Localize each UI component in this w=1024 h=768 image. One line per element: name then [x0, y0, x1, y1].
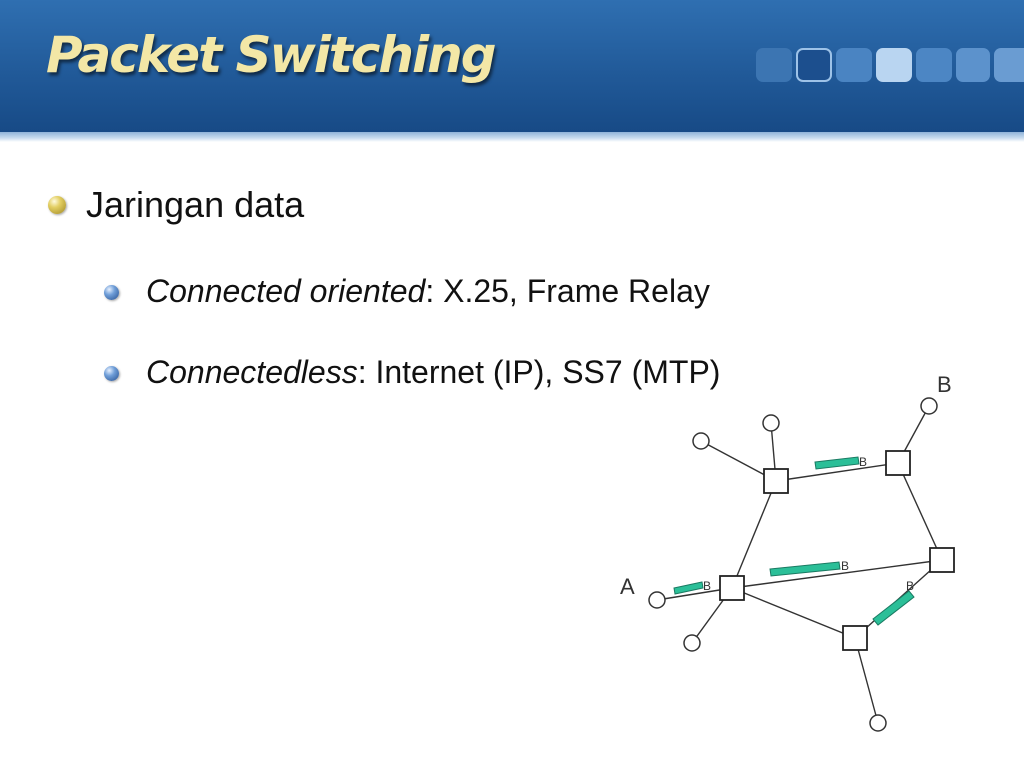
link: [854, 637, 879, 724]
switch-node: [763, 468, 789, 494]
packet-label: B: [906, 579, 914, 593]
link: [731, 587, 856, 639]
header-tile: [756, 48, 792, 82]
host-node: [762, 414, 780, 432]
switch-node: [929, 547, 955, 573]
host-node: [869, 714, 887, 732]
sub-bullet-icon: [104, 285, 119, 300]
host-nodes: [648, 397, 938, 732]
packet-label: B: [703, 579, 711, 593]
term-connectedless: Connectedless: [146, 354, 358, 390]
switch-node: [719, 575, 745, 601]
packet-label: B: [859, 455, 867, 469]
host-node: [692, 432, 710, 450]
header-tile: [836, 48, 872, 82]
packet: [814, 456, 860, 470]
bullet-text: Jaringan data: [86, 184, 305, 225]
switch-node: [885, 450, 911, 476]
packets: [673, 456, 915, 626]
protocols-connectedless: : Internet (IP), SS7 (MTP): [357, 354, 721, 390]
host-node: [683, 634, 701, 652]
packet-label: B: [841, 559, 849, 573]
slide-title: Packet Switching: [46, 26, 497, 84]
header-tile: [956, 48, 990, 82]
node-label-a: A: [620, 574, 635, 599]
link: [897, 462, 943, 561]
link: [731, 480, 777, 589]
header-tile: [994, 48, 1024, 82]
switch-node: [842, 625, 868, 651]
protocols-connected-oriented: : X.25, Frame Relay: [425, 273, 710, 309]
header-tile: [916, 48, 952, 82]
header-tile: [876, 48, 912, 82]
header-tile: [796, 48, 832, 82]
bullet-icon: [48, 196, 66, 214]
link: [775, 462, 899, 482]
header-divider: [0, 132, 1024, 142]
sub-bullet-text-connectedless: Connectedless: Internet (IP), SS7 (MTP): [146, 354, 720, 391]
sub-bullet-icon: [104, 366, 119, 381]
packet: [872, 590, 915, 626]
node-label-b: B: [937, 372, 952, 397]
link: [731, 559, 943, 589]
host-node-b: [920, 397, 938, 415]
packet: [769, 561, 841, 577]
host-node-a: [648, 591, 666, 609]
packet: [673, 581, 704, 595]
term-connected-oriented: Connected oriented: [146, 273, 426, 309]
switch-nodes: [719, 450, 955, 651]
sub-bullet-text-connected-oriented: Connected oriented: X.25, Frame Relay: [146, 273, 710, 310]
